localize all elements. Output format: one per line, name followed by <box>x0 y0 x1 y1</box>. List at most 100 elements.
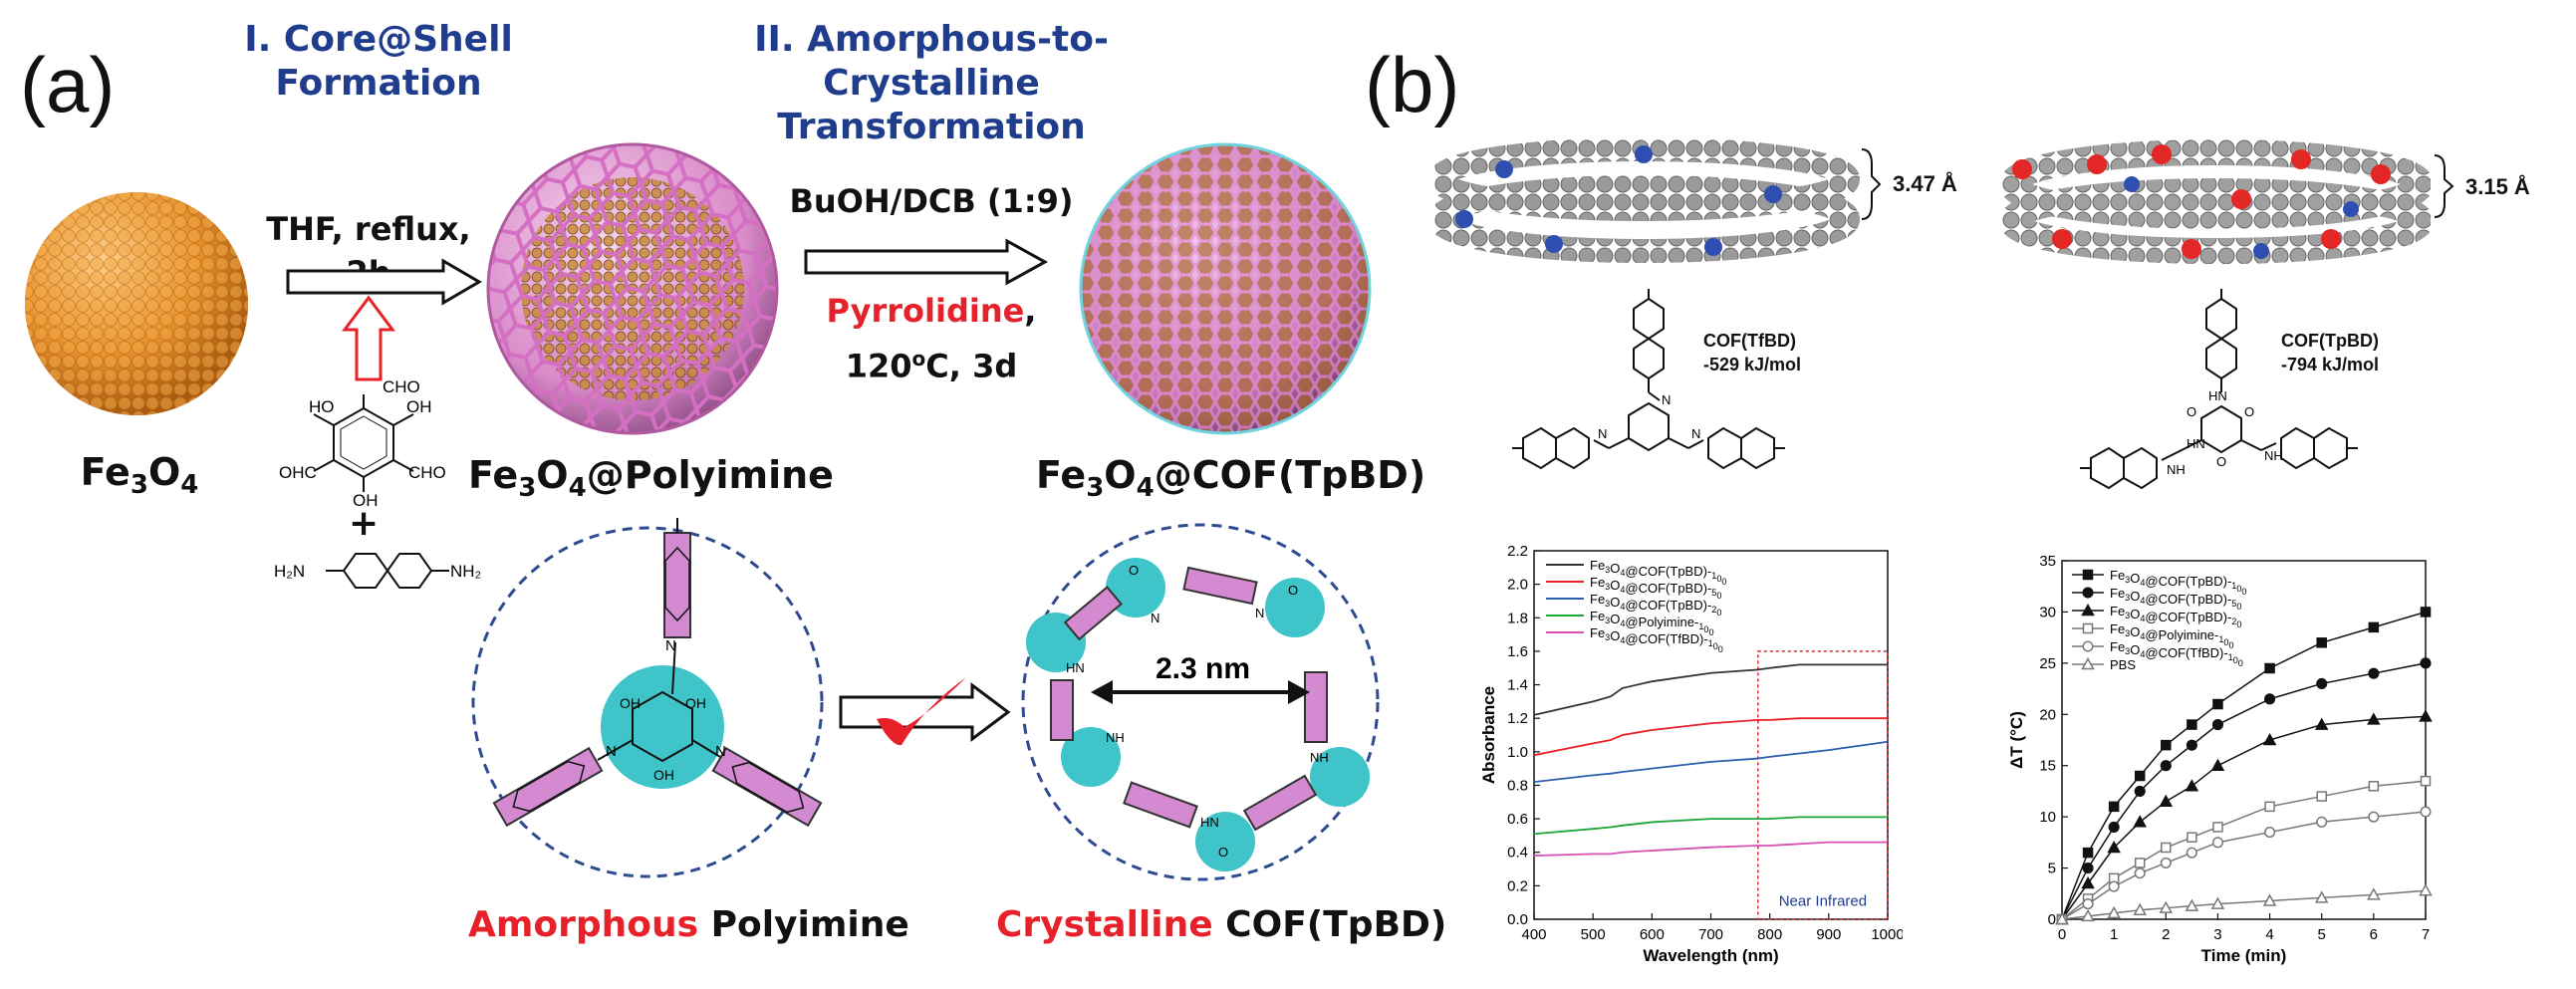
series-line-4 <box>1533 841 1888 857</box>
step1-title-line1: I. Core@Shell <box>244 19 513 60</box>
legend-label: Fe3O4@Polyimine-100 <box>1590 609 1714 637</box>
step2-condition-line3: 120oC, 3d <box>845 347 1018 385</box>
data-point <box>2187 719 2197 730</box>
cof-tfbd-name: COF(TfBD) <box>1703 331 1796 351</box>
label-fe3o4-polyimine: Fe3O4@Polyimine <box>468 453 834 503</box>
transformation-arrow <box>839 677 1011 746</box>
label-fe3o4-cof: Fe3O4@COF(TpBD) <box>1036 453 1426 503</box>
node-2 <box>1265 578 1325 637</box>
step1-title-line2: Formation <box>275 63 482 104</box>
tpbd-atom-o-1: O <box>2187 404 2196 419</box>
data-point <box>2211 719 2223 731</box>
data-point <box>2420 775 2432 787</box>
cryst-label-nh-1: NH <box>1310 750 1329 765</box>
data-point <box>2082 863 2094 874</box>
y-tick-label: 2.2 <box>1507 543 1528 560</box>
amine-label-left: H₂N <box>274 562 305 581</box>
legend-label: Fe3O4@COF(TpBD)-100 <box>2110 568 2246 597</box>
x-tick-label: 800 <box>1757 926 1782 943</box>
data-point <box>2108 880 2120 892</box>
x-tick-label: 5 <box>2318 926 2326 943</box>
tpbd-atom-o-3: O <box>2216 454 2226 469</box>
data-point <box>2134 770 2146 782</box>
data-point <box>2316 791 2327 802</box>
data-point <box>2420 806 2432 818</box>
y-tick-label: 20 <box>2039 706 2056 723</box>
y-tick-label: 35 <box>2039 553 2056 570</box>
data-point <box>2082 847 2094 859</box>
data-point <box>2368 667 2380 679</box>
x-tick-label: 900 <box>1816 926 1841 943</box>
data-point <box>2314 890 2329 903</box>
data-point <box>2420 657 2432 669</box>
data-point <box>2264 801 2275 813</box>
data-point <box>2368 811 2380 823</box>
amorph-label-oh-2: OH <box>685 695 706 711</box>
data-point <box>2160 857 2172 868</box>
legend-label: Fe3O4@COF(TfBD)-100 <box>2110 639 2243 668</box>
reagent-label-ho: HO <box>309 397 335 416</box>
data-point <box>2316 816 2328 828</box>
data-point <box>2082 898 2094 910</box>
data-point <box>2185 779 2199 792</box>
x-tick-label: 2 <box>2162 926 2170 943</box>
data-point <box>2419 709 2433 722</box>
data-point <box>2081 908 2095 922</box>
data-point <box>2264 827 2276 839</box>
label-crystalline: Crystalline COF(TpBD) <box>996 904 1447 945</box>
y-tick-label: 1.6 <box>1507 643 1528 660</box>
amorphous-structure: N N N OH OH OH <box>471 518 824 878</box>
data-point <box>2161 739 2172 751</box>
label-fe3o4: Fe3O4 <box>80 450 199 500</box>
pyrrolidine-label: Pyrrolidine <box>826 292 1025 330</box>
cryst-label-n-1: N <box>1151 611 1159 625</box>
step1-title: I. Core@Shell Formation <box>229 18 528 106</box>
y-tick-label: 0.0 <box>1507 911 1528 928</box>
x-tick-label: 0 <box>2058 926 2066 943</box>
reagent-label-cho-top: CHO <box>383 378 420 396</box>
y-axis-label: Absorbance <box>1479 686 1498 784</box>
y-tick-label: 1.0 <box>1507 744 1528 761</box>
legend-marker-3 <box>2082 622 2094 634</box>
x-tick-label: 600 <box>1640 926 1665 943</box>
node-3 <box>1310 747 1370 807</box>
reagent-tp-structure: CHO HO OH OHC CHO OH <box>279 378 446 508</box>
y-tick-label: 1.4 <box>1507 677 1528 694</box>
data-point <box>2368 781 2380 792</box>
label-amorphous: Amorphous Polyimine <box>468 904 909 945</box>
step2-title-line1: II. Amorphous-to-Crystalline <box>754 19 1109 104</box>
data-point <box>2055 911 2069 925</box>
cryst-label-hn-1: HN <box>1200 815 1219 830</box>
data-point <box>2212 698 2223 710</box>
x-tick-label: 1000 <box>1871 926 1903 943</box>
legend-marker-0 <box>2082 569 2094 581</box>
spacing-label-left: 3.47 Å <box>1893 171 1957 196</box>
check-mark-icon <box>877 677 966 746</box>
tfbd-atom-n-3: N <box>1598 426 1607 441</box>
data-point <box>2314 717 2329 730</box>
reagent-benzidine-structure: H₂N NH₂ <box>274 553 481 589</box>
data-point <box>2160 760 2172 772</box>
data-point <box>2187 832 2197 843</box>
spacing-label-right: 3.15 Å <box>2465 174 2530 199</box>
x-tick-label: 400 <box>1521 926 1546 943</box>
x-tick-label: 3 <box>2213 926 2221 943</box>
legend-marker-2 <box>2081 603 2095 617</box>
data-point <box>2210 758 2225 771</box>
cof-tfbd-stacked-model <box>1434 139 1860 263</box>
reagent-label-cho-right: CHO <box>408 463 446 482</box>
tfbd-atom-n-1: N <box>1662 392 1671 407</box>
tfbd-atom-n-2: N <box>1691 426 1700 441</box>
x-tick-label: 500 <box>1581 926 1606 943</box>
cof-tpbd-name: COF(TpBD) <box>2281 331 2379 351</box>
step2-arrow <box>804 238 1049 286</box>
cof-tpbd-stacked-model <box>2002 139 2431 264</box>
data-point <box>2108 821 2120 833</box>
nir-region-box <box>1757 650 1889 920</box>
tpbd-atom-nh-2: NH <box>2167 462 2186 477</box>
legend-marker-5 <box>2081 656 2095 670</box>
y-tick-label: 30 <box>2039 604 2056 620</box>
cof-tfbd-energy: -529 kJ/mol <box>1703 355 1802 374</box>
data-point <box>2211 837 2223 849</box>
legend-label: PBS <box>2110 657 2136 672</box>
